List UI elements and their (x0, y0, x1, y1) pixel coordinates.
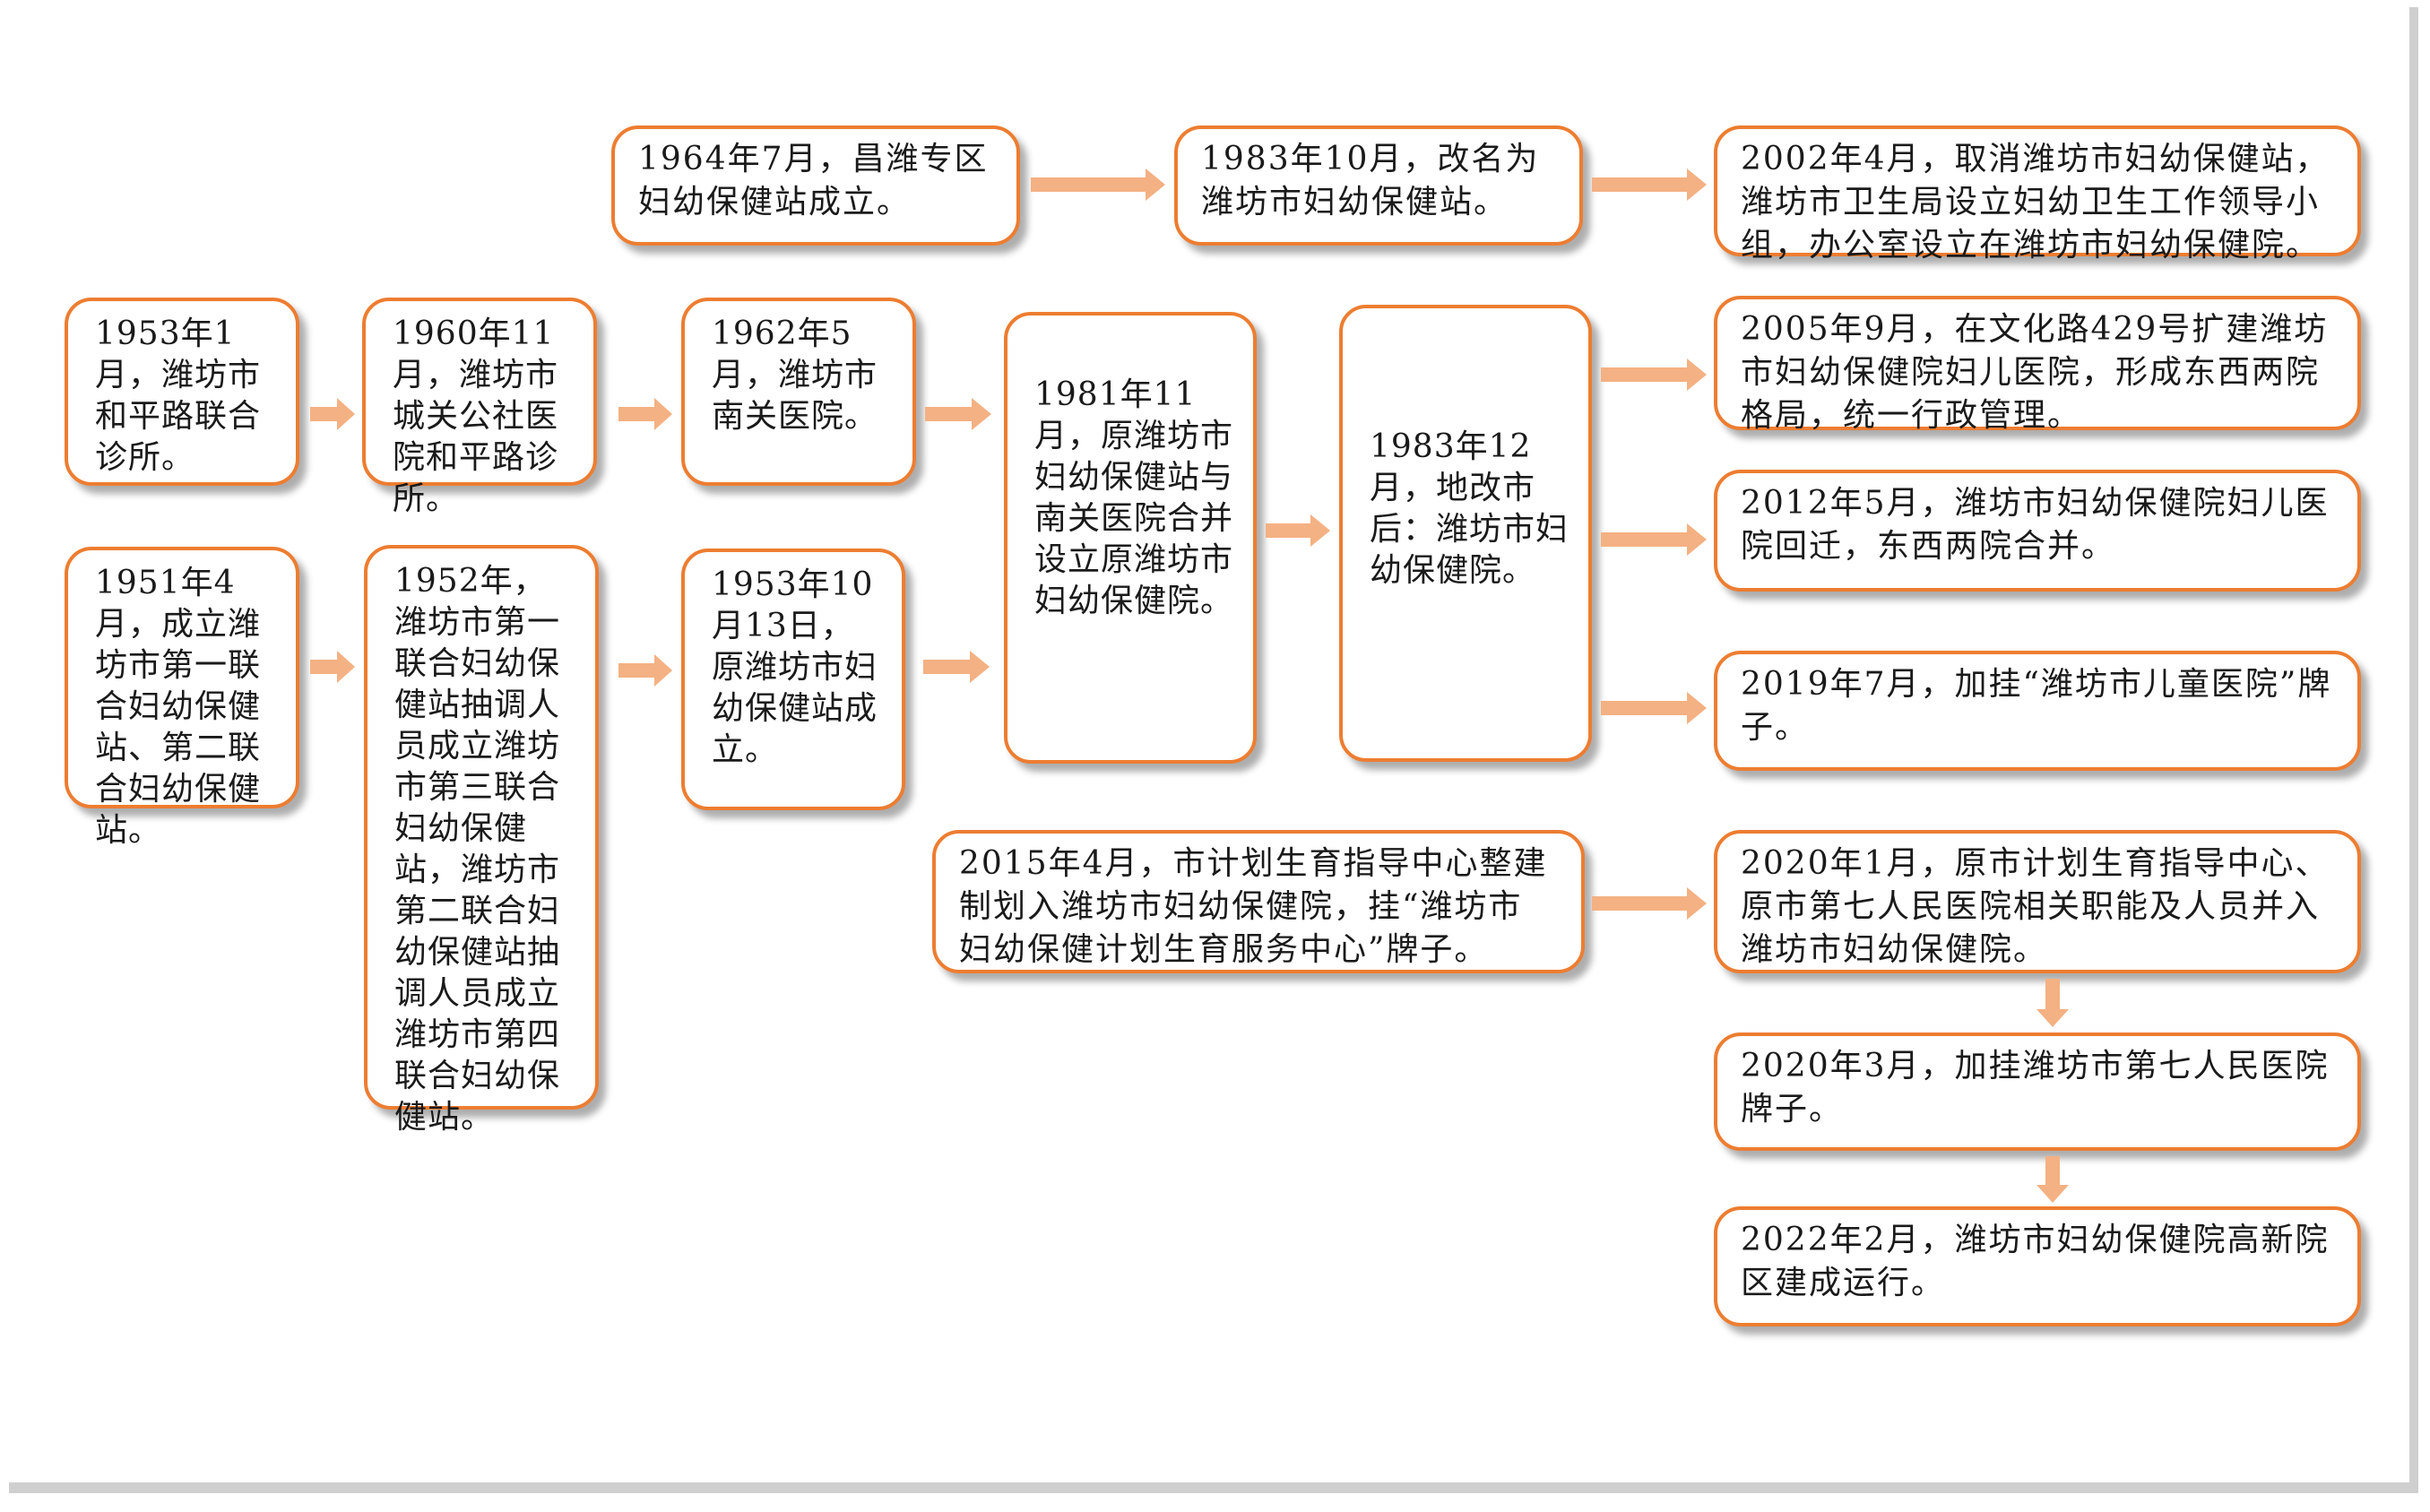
node-2015-04: 2015年4月，市计划生育指导中心整建制划入潍坊市妇幼保健院，挂“潍坊市妇幼保健… (932, 830, 1585, 973)
node-2020-01: 2020年1月，原市计划生育指导中心、原市第七人民医院相关职能及人员并入潍坊市妇… (1714, 830, 2361, 973)
arrow-2020-03-to-2022 (2037, 1156, 2069, 1203)
frame-shadow (9, 7, 2418, 1493)
arrow-2020-01-to-2020-03 (2037, 979, 2069, 1027)
node-1960-11: 1960年11月，潍坊市城关公社医院和平路诊所。 (362, 298, 597, 517)
node-1964-07: 1964年7月，昌潍专区妇幼保健站成立。 (611, 125, 1020, 246)
node-1981-11: 1981年11月，原潍坊市妇幼保健站与南关医院合并设立原潍坊市妇幼保健院。 (1004, 312, 1257, 764)
node-2020-03: 2020年3月，加挂潍坊市第七人民医院牌子。 (1714, 1032, 2361, 1151)
arrow-1983-12-to-2005 (1601, 359, 1707, 391)
node-2005-09: 2005年9月，在文化路429号扩建潍坊市妇幼保健院妇儿医院，形成东西两院格局，… (1714, 296, 2361, 434)
node-2022-02: 2022年2月，潍坊市妇幼保健院高新院区建成运行。 (1714, 1206, 2361, 1326)
node-1952: 1952年，潍坊市第一联合妇幼保健站抽调人员成立潍坊市第三联合妇幼保健站，潍坊市… (364, 545, 599, 1136)
arrow-1983-12-to-2012 (1601, 523, 1707, 556)
arrow-1953-10-to-1981 (923, 651, 990, 683)
arrow-1983-to-2002 (1592, 168, 1707, 201)
arrow-1960-to-1962 (618, 398, 672, 430)
node-1983-10: 1983年10月，改名为潍坊市妇幼保健站。 (1174, 125, 1583, 246)
node-1951-04: 1951年4月，成立潍坊市第一联合妇幼保健站、第二联合妇幼保健站。 (65, 547, 299, 849)
node-1953-01: 1953年1月，潍坊市和平路联合诊所。 (65, 298, 299, 486)
arrow-1953-to-1960 (310, 398, 355, 430)
arrow-1964-to-1983 (1031, 168, 1165, 201)
node-2019-07: 2019年7月，加挂“潍坊市儿童医院”牌子。 (1714, 651, 2361, 771)
arrow-1962-to-1981 (925, 398, 991, 430)
arrow-1951-to-1952 (310, 651, 355, 683)
node-2012-05: 2012年5月，潍坊市妇幼保健院妇儿医院回迁，东西两院合并。 (1714, 470, 2361, 592)
node-1953-10-13: 1953年10月13日，原潍坊市妇幼保健站成立。 (681, 549, 905, 810)
node-1962-05: 1962年5月，潍坊市南关医院。 (681, 298, 916, 486)
node-2002-04: 2002年4月，取消潍坊市妇幼保健站，潍坊市卫生局设立妇幼卫生工作领导小组，办公… (1714, 125, 2361, 264)
arrow-1981-to-1983-12 (1266, 514, 1330, 547)
node-1983-12: 1983年12月，地改市后：潍坊市妇幼保健院。 (1339, 305, 1592, 762)
arrow-1952-to-1953-10 (618, 654, 672, 687)
arrow-2015-to-2020-01 (1592, 887, 1707, 920)
arrow-1983-12-to-2019 (1601, 692, 1707, 724)
